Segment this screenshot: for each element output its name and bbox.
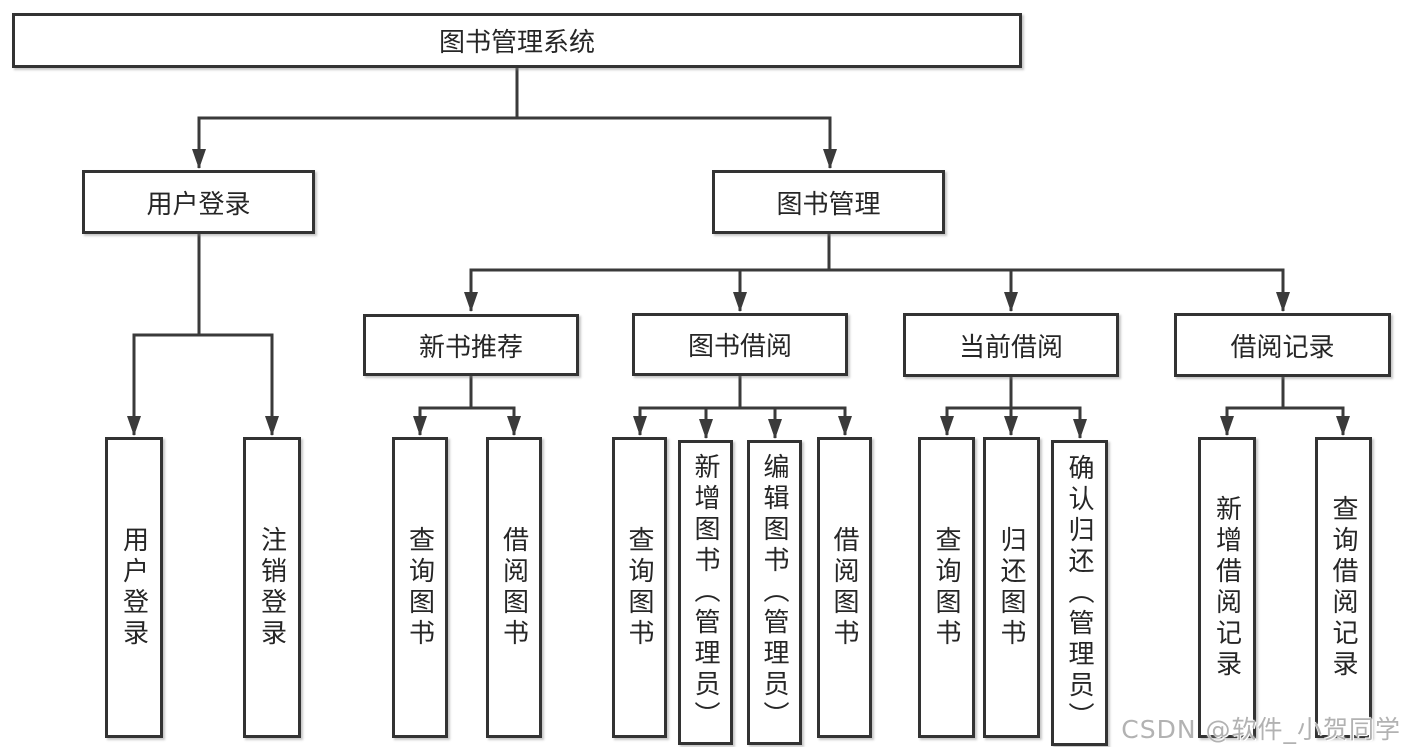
node-label: 图书管理系统: [438, 28, 595, 58]
leaf-label: 确认归还（管理员）: [1064, 453, 1094, 733]
leaf-label: 编辑图书（管理员）: [759, 453, 789, 732]
leaf-label: 借阅图书: [498, 525, 529, 650]
leaf-logout: 注销登录: [243, 437, 301, 738]
connectors-book-management: [464, 232, 1290, 312]
leaf-borrow-books-recommend: 借阅图书: [486, 437, 542, 738]
node-borrowing-records: 借阅记录: [1174, 313, 1391, 377]
leaf-label: 查询图书: [624, 525, 654, 650]
leaf-label: 用户登录: [118, 525, 149, 650]
connectors-current-borrowing: [940, 375, 1087, 439]
leaf-return-books: 归还图书: [983, 437, 1040, 738]
connectors-book-borrowing: [633, 374, 852, 439]
node-book-management: 图书管理: [712, 170, 945, 234]
node-user-login: 用户登录: [82, 170, 315, 234]
connectors-new-book-recommendation: [413, 374, 521, 436]
leaf-query-books-borrowing: 查询图书: [612, 437, 667, 738]
leaf-user-login: 用户登录: [105, 437, 163, 738]
node-label: 借阅记录: [1230, 332, 1335, 363]
leaf-label: 查询图书: [931, 525, 961, 650]
leaf-query-borrow-record: 查询借阅记录: [1315, 437, 1372, 738]
leaf-label: 归还图书: [996, 525, 1026, 650]
node-new-book-recommendation: 新书推荐: [363, 314, 579, 376]
node-label: 图书管理: [776, 189, 881, 220]
leaf-query-books-current: 查询图书: [918, 437, 975, 738]
leaf-add-borrow-record: 新增借阅记录: [1198, 437, 1256, 738]
leaf-borrow-books-borrowing: 借阅图书: [817, 437, 872, 738]
leaf-query-books-recommend: 查询图书: [392, 437, 448, 738]
leaf-edit-books-admin: 编辑图书（管理员）: [747, 440, 802, 745]
node-label: 新书推荐: [418, 332, 523, 363]
leaf-label: 注销登录: [256, 525, 287, 650]
node-label: 图书借阅: [687, 332, 792, 362]
leaf-label: 借阅图书: [829, 525, 859, 650]
connectors-borrowing-records: [1220, 375, 1350, 436]
leaf-label: 查询借阅记录: [1328, 494, 1358, 681]
leaf-label: 新增借阅记录: [1211, 494, 1242, 681]
leaf-add-books-admin: 新增图书（管理员）: [678, 440, 733, 745]
watermark: CSDN @软件_小贺同学: [1121, 715, 1401, 744]
leaf-label: 查询图书: [404, 525, 435, 650]
leaf-label: 新增图书（管理员）: [690, 453, 720, 732]
node-label: 用户登录: [146, 189, 251, 220]
connectors-root: [192, 66, 837, 169]
leaf-confirm-return-admin: 确认归还（管理员）: [1051, 440, 1108, 746]
node-label: 当前借阅: [958, 332, 1063, 363]
node-library-management-system: 图书管理系统: [12, 13, 1022, 68]
connectors-user-login: [127, 232, 279, 436]
node-current-borrowing: 当前借阅: [903, 313, 1119, 377]
node-book-borrowing: 图书借阅: [632, 313, 848, 376]
